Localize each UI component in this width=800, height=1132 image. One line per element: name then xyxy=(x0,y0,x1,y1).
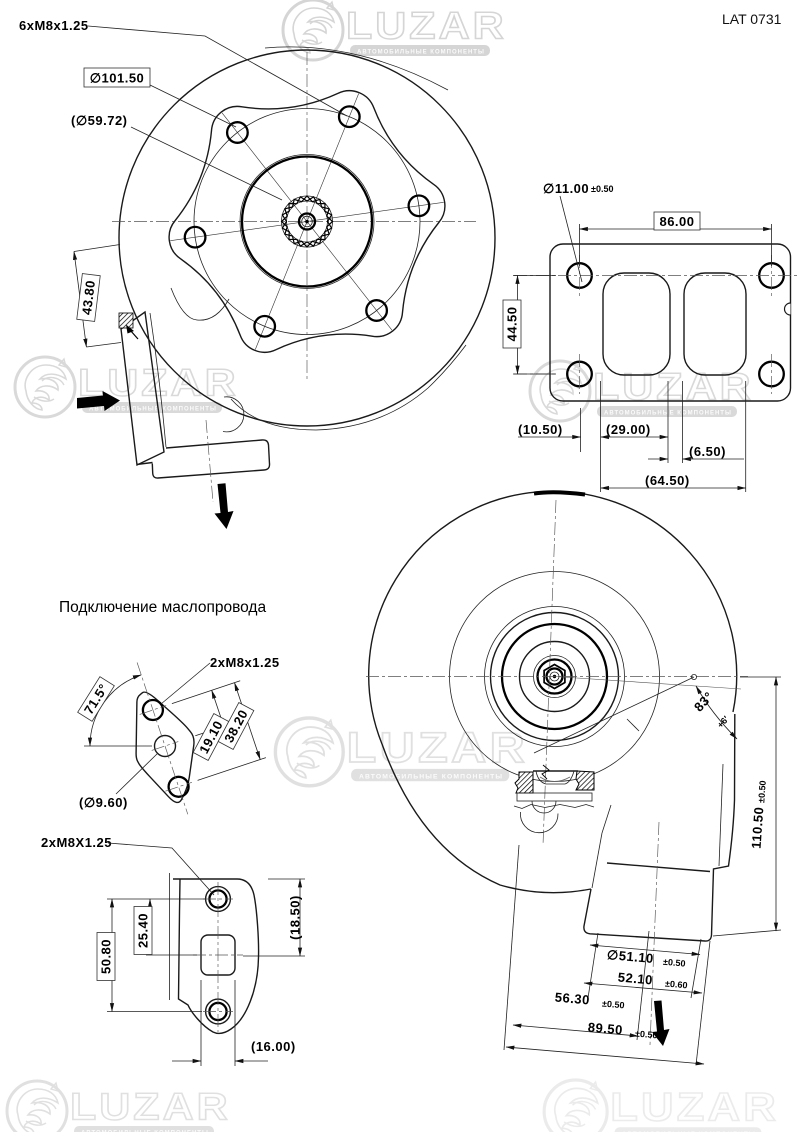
svg-text:110.50: 110.50 xyxy=(749,806,767,849)
svg-text:∅51.10: ∅51.10 xyxy=(606,947,654,966)
svg-text:52.10: 52.10 xyxy=(617,970,653,988)
svg-text:(16.00): (16.00) xyxy=(251,1039,296,1054)
svg-text:Подключение маслопровода: Подключение маслопровода xyxy=(59,599,266,616)
svg-text:±0.50: ±0.50 xyxy=(756,780,768,803)
svg-text:44.50: 44.50 xyxy=(505,306,520,341)
svg-text:±0.50: ±0.50 xyxy=(591,184,613,194)
svg-text:2xM8X1.25: 2xM8X1.25 xyxy=(41,835,112,850)
svg-text:25.40: 25.40 xyxy=(136,913,151,948)
svg-text:43.80: 43.80 xyxy=(79,279,98,316)
svg-text:6xM8x1.25: 6xM8x1.25 xyxy=(19,18,89,33)
svg-text:(6.50): (6.50) xyxy=(689,444,726,459)
svg-text:∅101.50: ∅101.50 xyxy=(90,71,145,86)
svg-text:∅11.00: ∅11.00 xyxy=(543,181,589,196)
svg-text:±0.50: ±0.50 xyxy=(602,999,625,1011)
svg-text:±0.50: ±0.50 xyxy=(635,1029,658,1041)
svg-text:(10.50): (10.50) xyxy=(518,422,563,437)
svg-text:89.50: 89.50 xyxy=(587,1020,623,1038)
svg-text:50.80: 50.80 xyxy=(99,939,114,974)
svg-text:LAT 0731: LAT 0731 xyxy=(722,11,782,27)
svg-text:56.30: 56.30 xyxy=(554,990,590,1008)
svg-text:(29.00): (29.00) xyxy=(606,422,651,437)
svg-text:86.00: 86.00 xyxy=(659,214,694,229)
svg-text:(∅59.72): (∅59.72) xyxy=(71,113,128,128)
svg-text:±0.50: ±0.50 xyxy=(663,957,686,969)
svg-text:(18.50): (18.50) xyxy=(288,895,303,940)
svg-text:(∅9.60): (∅9.60) xyxy=(79,795,128,810)
svg-text:±0.60: ±0.60 xyxy=(665,979,688,991)
svg-text:2xM8x1.25: 2xM8x1.25 xyxy=(210,655,280,670)
svg-text:(64.50): (64.50) xyxy=(645,473,690,488)
